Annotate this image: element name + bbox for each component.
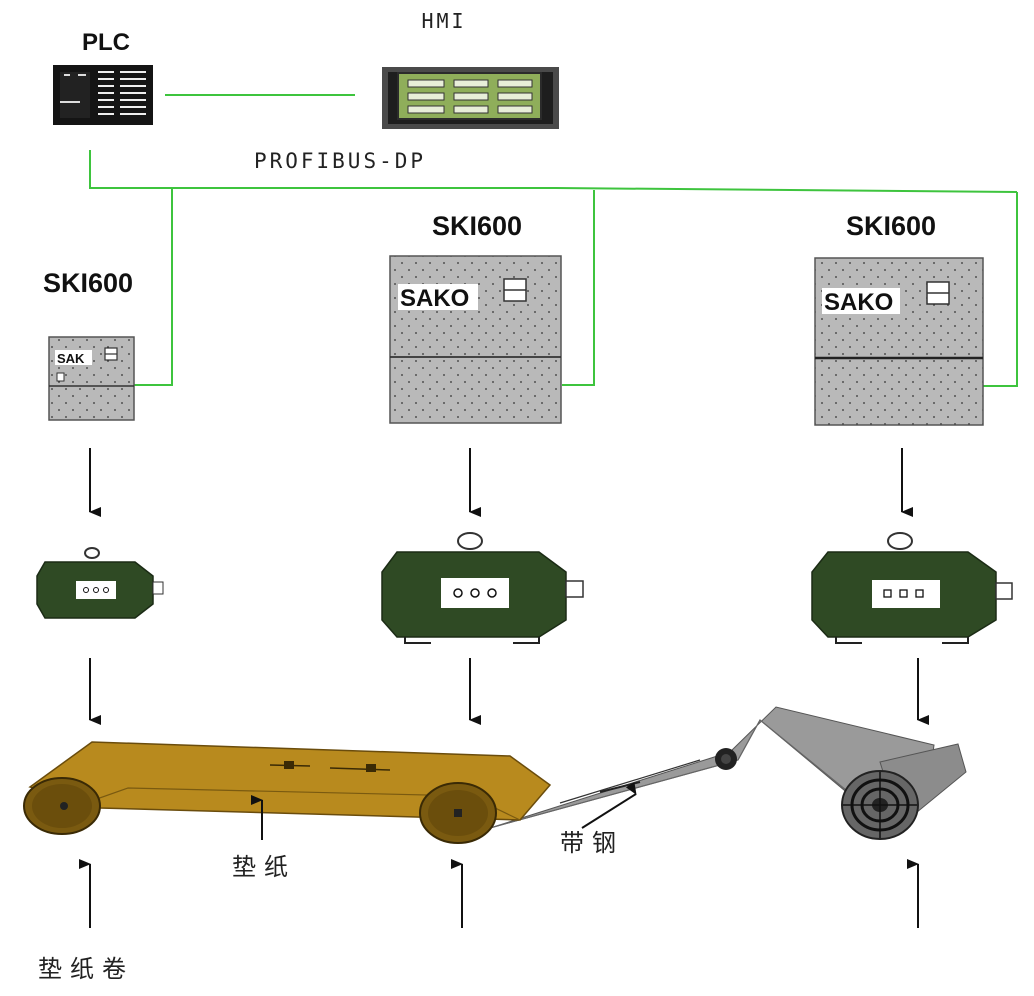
drive-middle: SAKO <box>389 255 562 424</box>
arrow-steel-strip <box>581 782 637 829</box>
steel-strip <box>489 706 967 840</box>
drive-left: SAK <box>48 336 135 421</box>
label-arrows <box>79 782 919 928</box>
paper-roll-label: 垫纸卷 <box>38 955 134 983</box>
paper-label: 垫纸 <box>232 853 296 881</box>
bus-trunk <box>89 150 1018 193</box>
plc-label: PLC <box>82 29 130 56</box>
bus-drop-left <box>134 188 173 386</box>
bus-drop-middle <box>562 190 595 386</box>
steel-strip-label: 带钢 <box>560 829 624 857</box>
profibus-label: PROFIBUS-DP <box>254 149 426 173</box>
profibus-network <box>89 94 1018 387</box>
pinch-roller <box>715 748 737 770</box>
motor-middle <box>381 532 584 644</box>
hmi-label: HMI <box>421 9 466 33</box>
drive-left-label: SKI600 <box>43 268 133 298</box>
drive-left-brand: SAK <box>57 351 85 366</box>
paper-roll-left <box>23 777 101 835</box>
drive-middle-label: SKI600 <box>432 211 522 241</box>
paper-conveyor <box>23 741 552 844</box>
drive-right: SAKO <box>814 257 984 426</box>
drive-motor-arrows <box>89 448 913 517</box>
paper-roll-right <box>419 782 497 844</box>
motor-right <box>811 532 1013 644</box>
steel-coil <box>841 743 967 840</box>
bus-drop-right <box>983 192 1018 387</box>
plc-unit <box>53 65 153 125</box>
motor-left <box>36 547 164 619</box>
drive-right-brand: SAKO <box>824 289 893 316</box>
drive-right-label: SKI600 <box>846 211 936 241</box>
drive-middle-brand: SAKO <box>400 285 469 312</box>
motor-line-arrows <box>89 658 929 725</box>
hmi-panel <box>382 67 559 129</box>
